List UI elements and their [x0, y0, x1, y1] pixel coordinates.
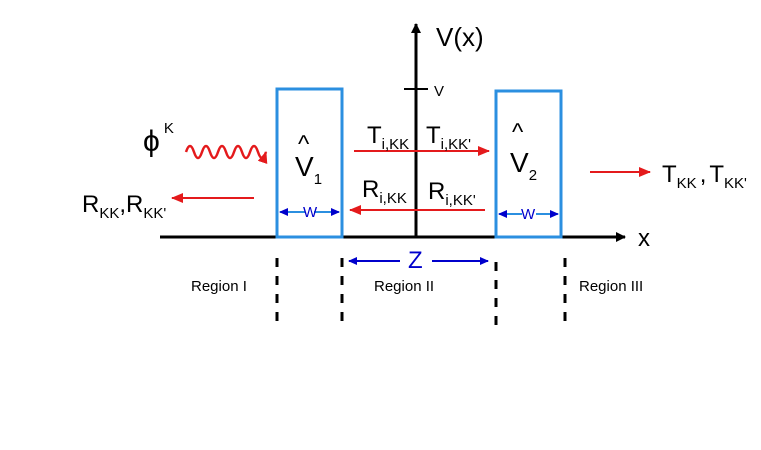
barrier-2-hat: ^ [512, 119, 524, 146]
reflection-sep: , [119, 191, 126, 218]
y-axis-label: V(x) [436, 22, 484, 52]
transmission-a: T [662, 161, 677, 188]
inner-r1: Ri,KK [362, 176, 407, 207]
incident-symbol: ϕ [143, 125, 160, 158]
barrier-2-width-label: W [521, 206, 536, 223]
v-tick-label: V [434, 83, 444, 100]
barrier-1-sub: 1 [314, 171, 322, 188]
reflection-label: RKK,RKK' [82, 191, 166, 222]
barrier-1-hat: ^ [298, 131, 310, 158]
inner-t2: Ti,KK' [426, 122, 471, 153]
separation-label: Z [408, 247, 423, 274]
barrier-1-symbol: V [295, 151, 314, 182]
region-label-3: Region III [579, 278, 643, 295]
barrier-2 [494, 89, 563, 239]
incident-sup: K [164, 120, 174, 137]
reflection-a: R [82, 191, 99, 218]
inner-t1: Ti,KK [367, 122, 409, 153]
barrier-1-label: V1 [295, 151, 322, 188]
transmission-sep: , [700, 161, 707, 188]
barrier-2-label: V2 [510, 147, 537, 184]
reflection-a-sub: KK [99, 205, 119, 222]
region-label-1: Region I [191, 278, 247, 295]
inner-r2: Ri,KK' [428, 178, 476, 209]
transmission-b: T [709, 161, 724, 188]
barrier-2-sub: 2 [529, 167, 537, 184]
x-axis-label: x [638, 225, 650, 252]
transmission-a-sub: KK [677, 175, 697, 192]
barrier-1 [275, 87, 344, 239]
transmission-b-sub: KK' [724, 175, 747, 192]
reflection-b-sub: KK' [143, 205, 166, 222]
incident-wave [184, 144, 268, 165]
barrier-2-symbol: V [510, 147, 529, 178]
reflection-b: R [126, 191, 143, 218]
region-label-2: Region II [374, 278, 434, 295]
transmission-label: TKK,TKK' [662, 161, 747, 192]
barrier-1-width-label: W [303, 204, 318, 221]
